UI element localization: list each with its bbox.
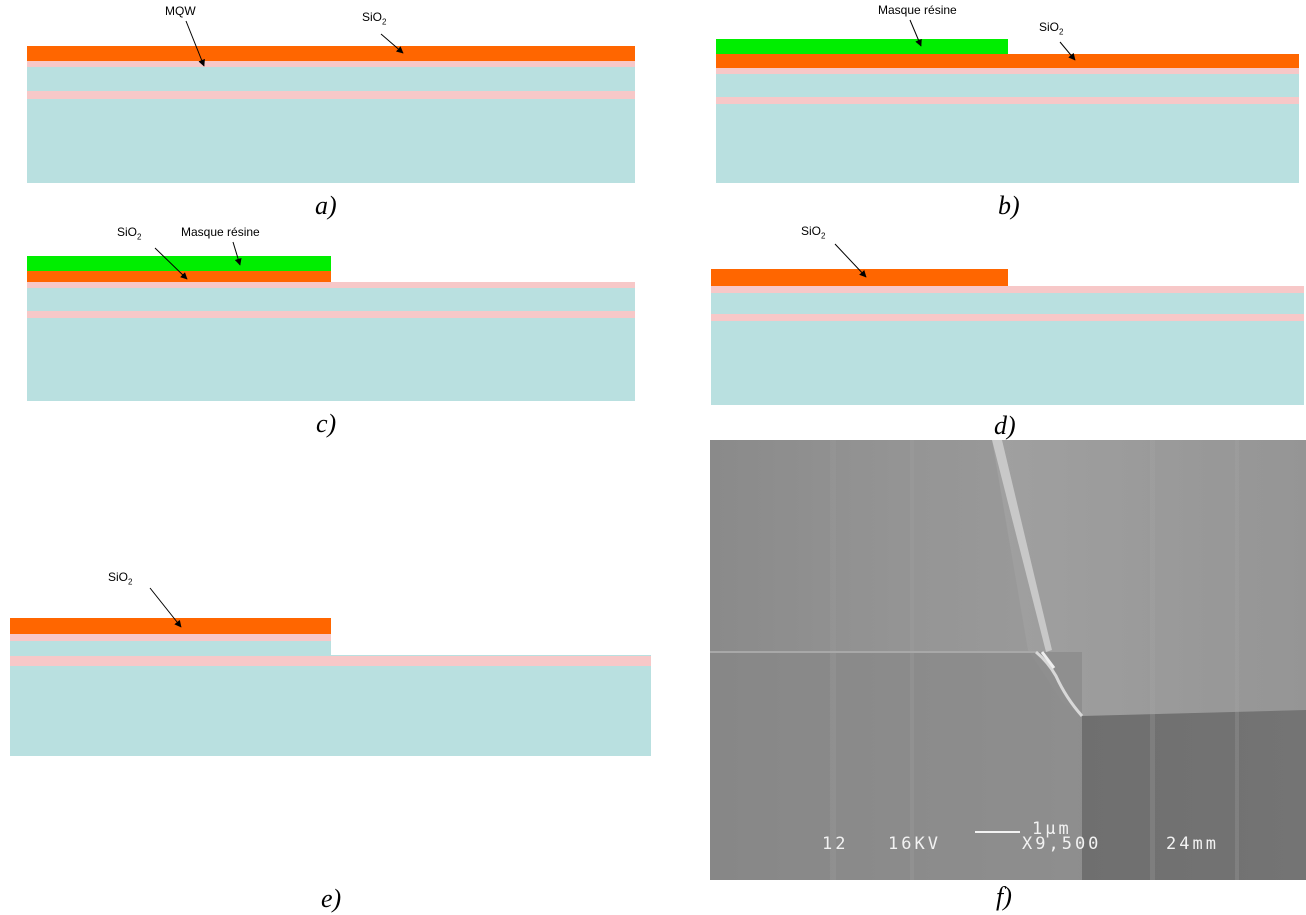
caption-e: e) [321, 884, 342, 913]
substrate-layer [27, 288, 635, 311]
sio2-layer [27, 46, 635, 61]
mqw-layer [10, 634, 331, 641]
mqw-layer [716, 68, 1299, 74]
mqw-layer [27, 91, 635, 99]
sio2-label: SiO2 [1039, 20, 1064, 37]
sio2-label: SiO2 [362, 10, 387, 27]
sem-info-wd: 24mm [1166, 834, 1219, 854]
resist-mask-label: Masque résine [878, 3, 957, 17]
sem-info-kv: 16KV [888, 834, 941, 854]
sio2-label: SiO2 [117, 225, 142, 242]
arrow-resist-c [232, 241, 242, 266]
substrate-layer [711, 293, 1304, 314]
substrate-layer [10, 641, 331, 656]
resist-mask-layer [27, 256, 331, 271]
arrow-sio2-d [834, 243, 867, 278]
substrate-layer [716, 74, 1299, 97]
arrow-sio2-a [380, 33, 404, 54]
substrate-layer [10, 666, 651, 756]
arrow-sio2-e [149, 587, 182, 628]
arrow-sio2-c [154, 247, 188, 280]
caption-a: a) [315, 191, 337, 220]
sem-info-mag: X9,500 [1022, 834, 1102, 854]
mqw-layer [27, 282, 635, 288]
arrow-resist-b [909, 19, 922, 47]
resist-mask-label: Masque résine [181, 225, 260, 239]
sem-micrograph: 1µm 12 16KV X9,500 24mm [710, 440, 1306, 880]
sio2-layer [27, 271, 331, 282]
mqw-layer [711, 314, 1304, 321]
substrate-layer [27, 318, 635, 401]
caption-b: b) [998, 191, 1020, 220]
substrate-layer [711, 321, 1304, 405]
mqw-layer [27, 61, 635, 67]
sem-info-id: 12 [822, 834, 849, 854]
mqw-layer [711, 286, 1304, 293]
sio2-layer [10, 618, 331, 634]
sio2-label: SiO2 [108, 570, 133, 587]
sem-image [710, 440, 1306, 880]
arrow-sio2-b [1059, 41, 1076, 61]
caption-c: c) [316, 409, 337, 438]
substrate-layer [27, 67, 635, 91]
sio2-layer [716, 54, 1299, 68]
sio2-label: SiO2 [801, 224, 826, 241]
caption-f: f) [996, 882, 1012, 911]
mqw-label: MQW [165, 4, 196, 18]
resist-mask-layer [716, 39, 1008, 54]
mqw-layer [716, 97, 1299, 104]
substrate-layer [27, 99, 635, 183]
arrow-mqw-a [185, 20, 205, 67]
caption-d: d) [994, 411, 1016, 440]
mqw-layer [10, 656, 651, 666]
scale-label: 1µm [1032, 819, 1072, 839]
substrate-layer [716, 104, 1299, 183]
mqw-layer [27, 311, 635, 318]
